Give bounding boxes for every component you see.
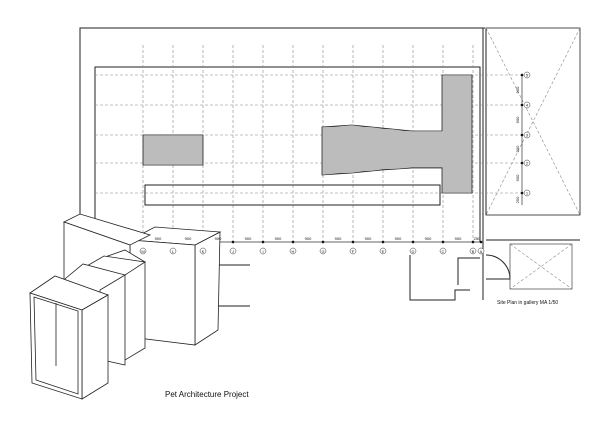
column-label: J [232, 249, 234, 254]
row-label: 3 [526, 133, 529, 138]
grid-bubble [139, 247, 147, 255]
column-dimension: 900 [365, 236, 372, 241]
isometric-module-stack [29, 213, 222, 400]
row-label: 4 [526, 103, 529, 108]
grid-bubble [523, 71, 531, 79]
column-dimension: 900 [335, 236, 342, 241]
column-label: M [141, 249, 144, 254]
grid-bubble [259, 247, 267, 255]
column-label: G [321, 249, 324, 254]
row-dimension: 250 [515, 196, 520, 203]
grid-bubble [523, 131, 531, 139]
grid-bubble [439, 247, 447, 255]
column-label: L [172, 249, 175, 254]
grid-bubble [349, 247, 357, 255]
grid-node [231, 240, 235, 244]
column-label: I [262, 249, 263, 254]
row-label: 5 [526, 73, 529, 78]
row-dimension: 900 [515, 174, 520, 181]
row-dimension: 900 [515, 86, 520, 93]
grid-node [441, 240, 445, 244]
row-dimension: 900 [515, 145, 520, 152]
column-dimension: 900 [305, 236, 312, 241]
pet-module-center [321, 74, 473, 194]
grid-bubble [477, 247, 485, 255]
column-dimension: 900 [215, 236, 222, 241]
long-bench [144, 184, 441, 206]
grid-node [479, 240, 483, 244]
column-label: F [352, 249, 355, 254]
grid-bubble [523, 189, 531, 197]
column-dimension: 900 [155, 236, 162, 241]
column-label: C [442, 249, 445, 254]
column-dimension: 900 [455, 236, 462, 241]
grid-node [351, 240, 355, 244]
grid-bubble [229, 247, 237, 255]
grid-bubble [379, 247, 387, 255]
column-dimension: 900 [425, 236, 432, 241]
column-label: K [202, 249, 205, 254]
column-dimension: 900 [185, 236, 192, 241]
grid-node [411, 240, 415, 244]
grid-node [261, 240, 265, 244]
grid-bubble [523, 159, 531, 167]
row-label: 1 [526, 191, 529, 196]
column-dimension: 900 [275, 236, 282, 241]
grid-node [321, 240, 325, 244]
column-label: B [472, 249, 475, 254]
grid-node [291, 240, 295, 244]
adjacent-room-top [485, 27, 581, 241]
grid-bubble [319, 247, 327, 255]
grid-node [520, 73, 524, 77]
row-dimension: 900 [515, 116, 520, 123]
grid-node [520, 191, 524, 195]
grid-node [520, 103, 524, 107]
column-dimension: 900 [245, 236, 252, 241]
grid-bubble [289, 247, 297, 255]
column-label: D [412, 249, 415, 254]
grid-bubble [199, 247, 207, 255]
row-label: 2 [526, 161, 529, 166]
column-label: E [382, 249, 385, 254]
grid-bubble [409, 247, 417, 255]
grid-node [520, 161, 524, 165]
grid-bubble [169, 247, 177, 255]
grid-node [471, 240, 475, 244]
column-dimension: 900 [395, 236, 402, 241]
grid-node [520, 133, 524, 137]
grid-node [381, 240, 385, 244]
drawing-title: Pet Architecture Project [165, 390, 249, 399]
pet-module-left [142, 134, 204, 166]
grid-bubble [469, 247, 477, 255]
column-label: A [480, 249, 483, 254]
grid-bubble [523, 101, 531, 109]
site-plan-caption: Site Plan in gallery MA 1/50 [497, 300, 558, 306]
column-dimension: 250 [474, 236, 481, 241]
adjacent-room-bottom [509, 243, 573, 290]
column-label: H [292, 249, 295, 254]
